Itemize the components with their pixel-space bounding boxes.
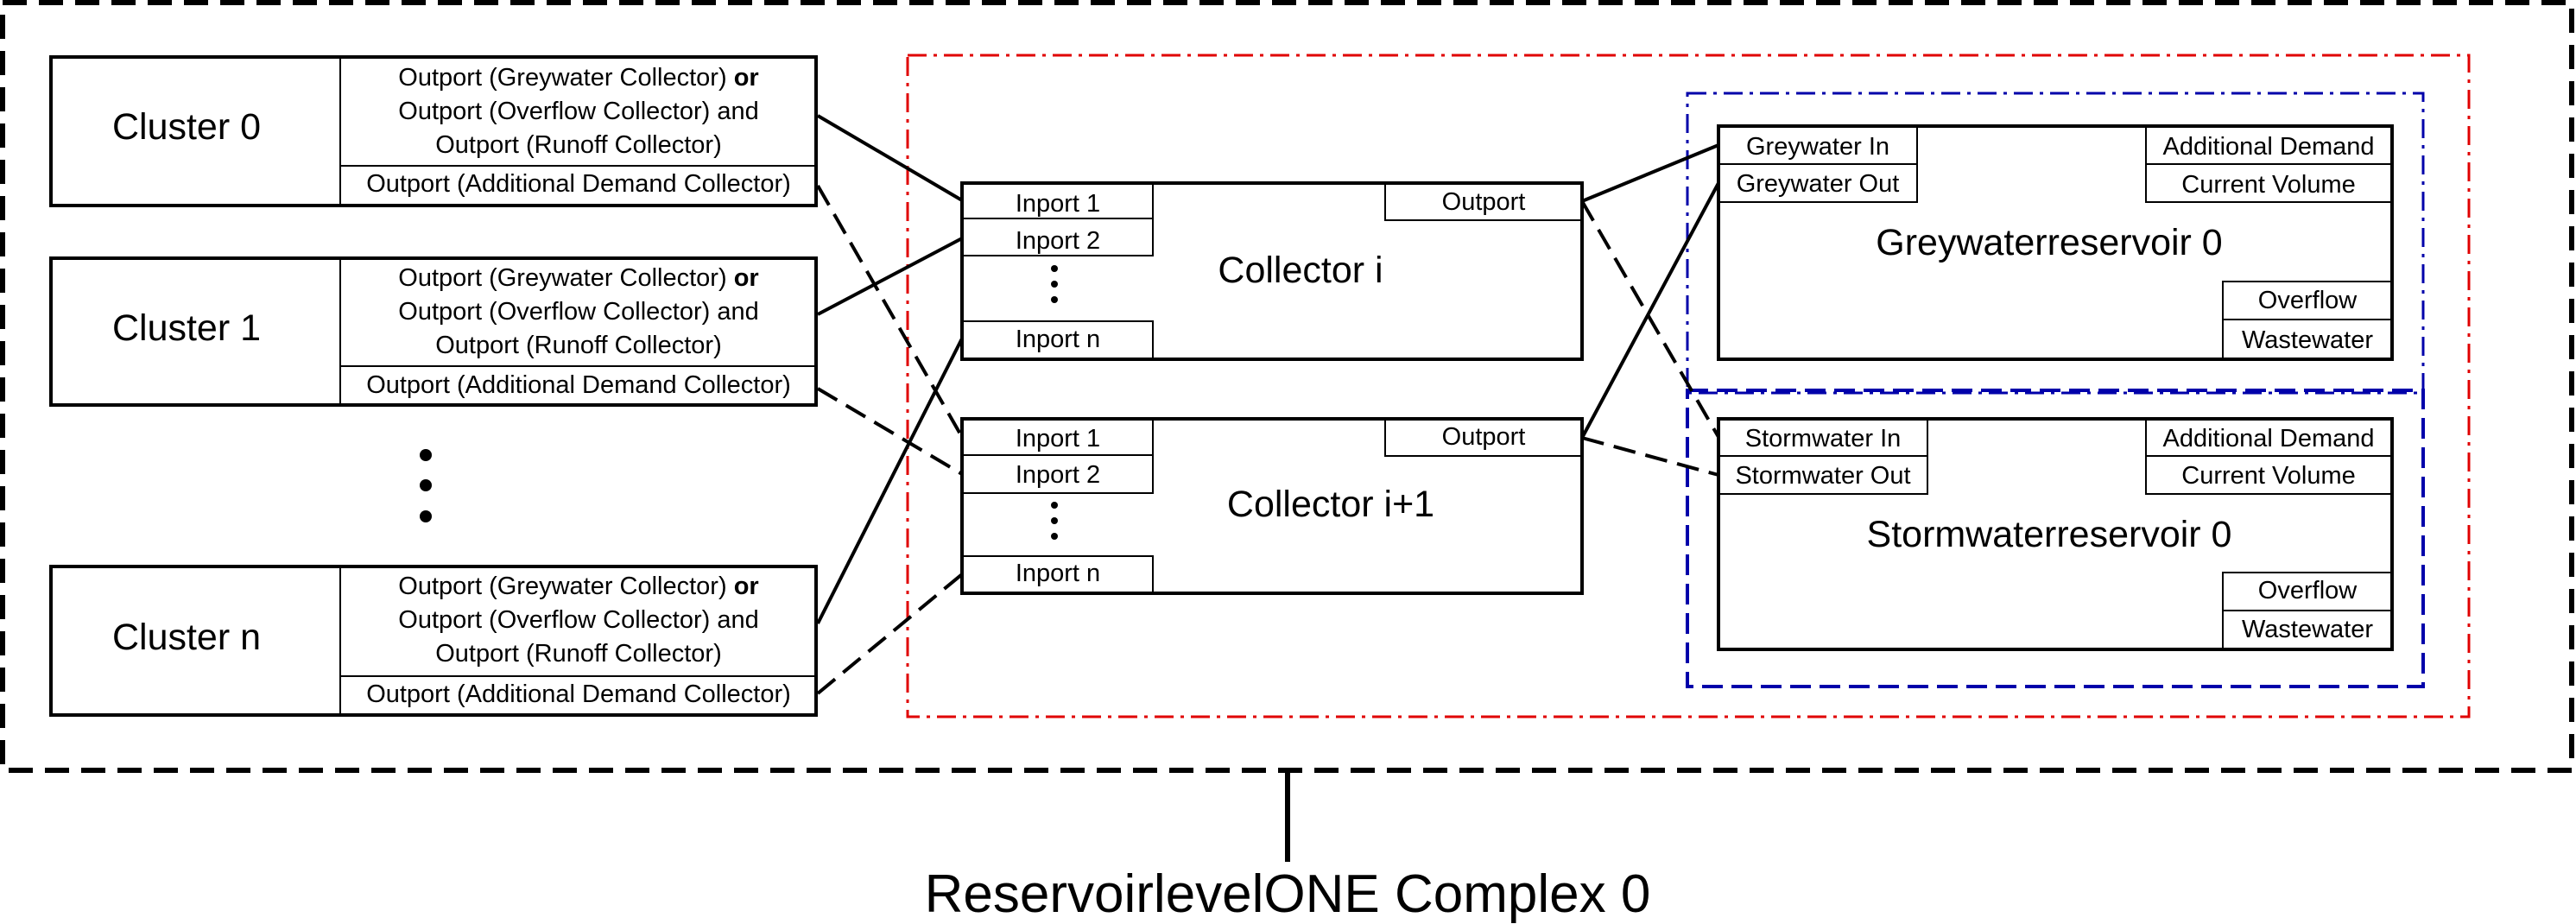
cluster-n-outport-text: Outport (Greywater Collector) or Outport… <box>398 573 759 668</box>
cluster-n-label: Cluster n <box>111 617 262 658</box>
collector-i1-inport-1: Inport 1 <box>1015 425 1101 453</box>
collector-region-frame <box>906 54 2471 718</box>
stormwater-overflow-port: Overflow <box>2257 577 2358 604</box>
cluster-1-outport-text: Outport (Greywater Collector) or Outport… <box>398 264 759 359</box>
stormwater-out-port: Stormwater Out <box>1735 462 1911 490</box>
cluster-1-demand-outport: Outport (Additional Demand Collector) <box>366 371 791 399</box>
greywater-volume-port: Current Volume <box>2181 171 2356 199</box>
cluster-0-demand-outport: Outport (Additional Demand Collector) <box>366 170 791 198</box>
stormwater-reservoir-title: Stormwaterreservoir 0 <box>1866 514 2232 555</box>
greywater-overflow-port: Overflow <box>2257 287 2358 314</box>
stormwater-volume-port: Current Volume <box>2181 462 2356 490</box>
collector-i-inport-1: Inport 1 <box>1015 190 1101 218</box>
collector-i1-inport-ellipsis <box>1051 502 1058 540</box>
collector-i1-inport-2: Inport 2 <box>1015 461 1101 489</box>
collector-i1-outport: Outport <box>1441 423 1526 451</box>
greywater-out-port: Greywater Out <box>1736 170 1900 198</box>
cluster-1-label: Cluster 1 <box>111 307 262 349</box>
solid-connections <box>816 114 1720 624</box>
collector-i-inport-ellipsis <box>1051 265 1058 303</box>
stormwater-wastewater-port: Wastewater <box>2241 616 2374 643</box>
collector-i1-block <box>960 417 1584 595</box>
collector-i-outport: Outport <box>1441 188 1526 216</box>
greywater-wastewater-port: Wastewater <box>2241 326 2374 354</box>
collector-i1-title: Collector i+1 <box>1226 484 1435 525</box>
complex-title: ReservoirlevelONE Complex 0 <box>924 864 1651 924</box>
greywater-demand-port: Additional Demand <box>2162 133 2375 161</box>
dashed-connections <box>816 185 1720 695</box>
stormwater-region-frame <box>1686 389 2425 688</box>
cluster-0-outport-text: Outport (Greywater Collector) or Outport… <box>398 64 759 159</box>
cluster-1-block <box>49 256 818 407</box>
collector-i1-inport-n: Inport n <box>1015 560 1101 587</box>
cluster-n-block <box>49 565 818 717</box>
cluster-0-label: Cluster 0 <box>111 106 262 148</box>
stormwater-demand-port: Additional Demand <box>2162 425 2375 453</box>
collector-i-inport-2: Inport 2 <box>1015 227 1101 255</box>
stormwater-in-port: Stormwater In <box>1744 425 1902 453</box>
collector-i-inport-n: Inport n <box>1015 326 1101 353</box>
collector-i-title: Collector i <box>1218 250 1383 291</box>
cluster-0-block <box>49 55 818 207</box>
greywater-region-frame <box>1686 92 2425 395</box>
cluster-ellipsis <box>420 449 432 522</box>
greywater-reservoir-title: Greywaterreservoir 0 <box>1876 222 2223 263</box>
cluster-n-demand-outport: Outport (Additional Demand Collector) <box>366 680 791 708</box>
greywater-in-port: Greywater In <box>1746 133 1889 161</box>
